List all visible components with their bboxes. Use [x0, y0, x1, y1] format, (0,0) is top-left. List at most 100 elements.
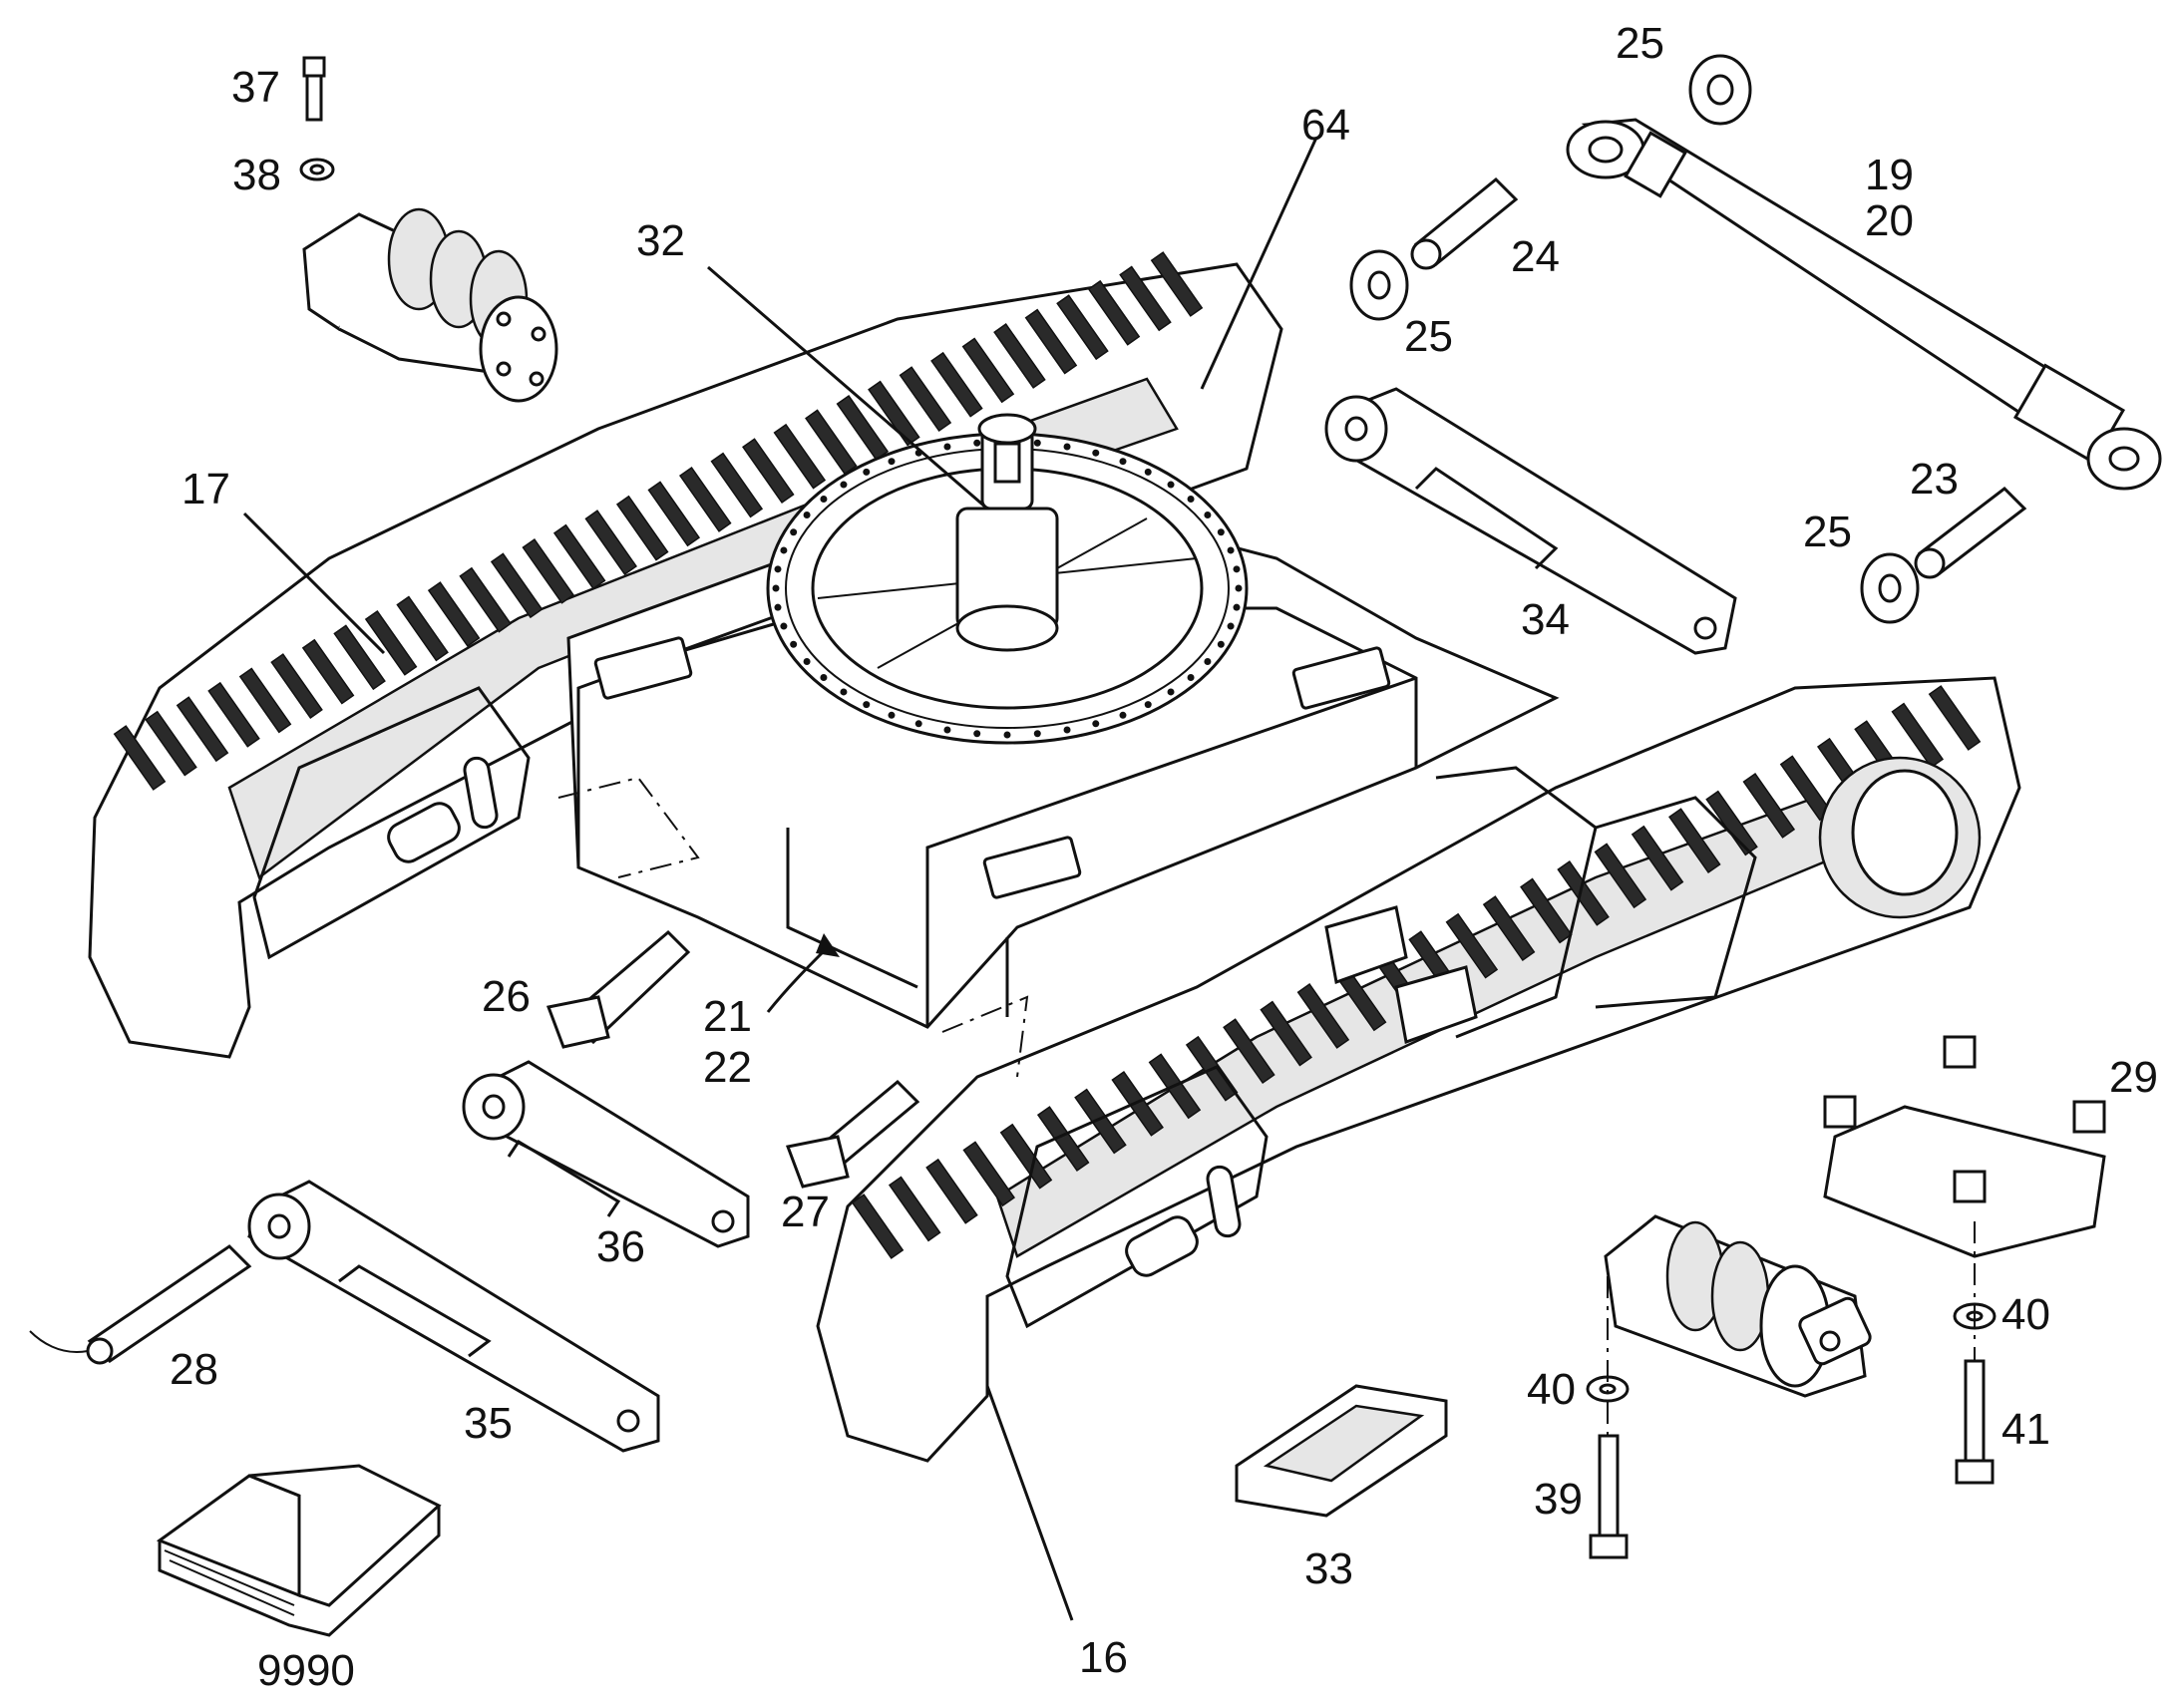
track-shoe-grouser: [238, 667, 292, 734]
pin-23: [1914, 487, 2027, 579]
leader-lines: [242, 137, 1318, 1621]
track-shoe-grouser: [490, 552, 544, 619]
track-shoe-grouser: [1036, 1106, 1090, 1172]
callout-33: 33: [1304, 1544, 1353, 1593]
track-shoe-grouser: [647, 481, 701, 547]
track-shoe-grouser: [427, 581, 481, 647]
track-shoe-grouser: [868, 380, 920, 447]
track-shoe-grouser: [1631, 825, 1684, 891]
track-shoe-grouser: [888, 1176, 941, 1242]
track-shoe-grouser: [207, 681, 260, 748]
washer-25-low: [1860, 552, 1920, 624]
ring-bolt-hole: [774, 603, 782, 611]
track-shoe-grouser: [925, 1158, 978, 1224]
callout-16: 16: [1079, 1633, 1128, 1682]
ring-bolt-hole: [1233, 565, 1241, 573]
track-shoe-grouser: [113, 725, 167, 791]
ring-bolt-hole: [1092, 449, 1100, 457]
ring-bolt-hole: [914, 720, 922, 728]
shoe-pad-33: [1235, 1384, 1448, 1518]
callout-38: 38: [232, 151, 281, 199]
ring-bolt-hole: [863, 701, 871, 709]
callout-29: 29: [2109, 1053, 2158, 1102]
track-shoe-grouser: [961, 337, 1015, 404]
track-shoe-grouser: [552, 523, 606, 590]
ring-bolt-hole: [1063, 726, 1071, 734]
ring-bolt-hole: [1003, 731, 1011, 739]
ring-bolt-hole: [840, 688, 848, 696]
track-shoe-grouser: [1024, 308, 1078, 375]
callout-32: 32: [636, 216, 685, 265]
ring-bolt-hole: [1167, 481, 1175, 489]
track-shoe-grouser: [1119, 265, 1172, 332]
callout-40: 40: [1527, 1365, 1576, 1414]
track-shoe-grouser: [1087, 279, 1141, 346]
callout-17: 17: [182, 465, 230, 513]
track-shoe-grouser: [999, 1123, 1053, 1190]
link-35: [247, 1180, 660, 1453]
manual-book-9990: [156, 1464, 442, 1637]
track-shoe-grouser: [1150, 251, 1204, 317]
washer-38: [299, 158, 335, 181]
ring-bolt-hole: [820, 496, 828, 504]
ring-bolt-hole: [1217, 528, 1225, 536]
callout-26: 26: [482, 972, 531, 1021]
ring-bolt-hole: [820, 673, 828, 681]
ring-bolt-hole: [780, 622, 788, 630]
ring-bolt-hole: [1119, 458, 1127, 466]
track-shoe-grouser: [459, 566, 512, 633]
track-shoe-grouser: [851, 1194, 905, 1259]
ring-bolt-hole: [803, 658, 811, 665]
ring-bolt-hole: [1033, 730, 1041, 738]
track-shoe-grouser: [270, 653, 323, 719]
track-guard-29: [1823, 1035, 2106, 1258]
ring-bolt-hole: [772, 584, 780, 592]
track-shoe-grouser: [993, 323, 1046, 389]
ring-bolt-hole: [1233, 603, 1241, 611]
track-shoe-grouser: [773, 423, 827, 490]
ring-bolt-hole: [888, 458, 896, 466]
ring-bolt-hole: [888, 711, 896, 719]
assembly-centerlines: [557, 776, 1976, 1436]
bolt-37: [302, 56, 326, 122]
callout-20: 20: [1865, 196, 1914, 245]
track-shoe-grouser: [1557, 859, 1610, 926]
ring-bolt-hole: [1204, 658, 1212, 665]
bolt-39: [1589, 1434, 1629, 1559]
ring-bolt-hole: [1167, 688, 1175, 696]
callout-41: 41: [2001, 1405, 2050, 1454]
ring-bolt-hole: [1033, 439, 1041, 447]
pin-26: [545, 929, 691, 1049]
callout-24: 24: [1511, 232, 1560, 281]
ring-bolt-hole: [1063, 443, 1071, 451]
callout-21: 21: [703, 992, 752, 1041]
callout-25: 25: [1404, 312, 1453, 361]
track-shoe-grouser: [301, 638, 355, 705]
callout-40: 40: [2001, 1290, 2050, 1339]
callout-36: 36: [596, 1222, 645, 1271]
track-shoe-grouser: [1296, 983, 1350, 1049]
track-shoe-grouser: [899, 366, 952, 433]
ring-bolt-hole: [774, 565, 782, 573]
callout-19: 19: [1865, 151, 1914, 199]
ring-bolt-hole: [780, 546, 788, 554]
ring-bolt-hole: [790, 528, 798, 536]
track-shoe-grouser: [1928, 685, 1982, 751]
callout-39: 39: [1534, 1475, 1583, 1524]
ring-bolt-hole: [1144, 701, 1152, 709]
track-shoe-grouser: [678, 466, 732, 532]
track-shoe-grouser: [930, 351, 983, 418]
ring-bolt-hole: [1227, 546, 1235, 554]
track-shoe-grouser: [584, 510, 638, 576]
callout-35: 35: [464, 1399, 513, 1448]
ring-bolt-hole: [1119, 711, 1127, 719]
ring-bolt-hole: [803, 512, 811, 518]
callout-25: 25: [1616, 19, 1664, 68]
track-shoe-grouser: [333, 624, 386, 691]
slewing-ring-assembly: [766, 413, 1249, 745]
ring-bolt-hole: [863, 468, 871, 476]
carrier-roller: [302, 207, 558, 403]
callout-9990: 9990: [257, 1646, 355, 1695]
track-shoe-grouser: [396, 595, 449, 662]
track-shoe-grouser: [1520, 877, 1573, 944]
